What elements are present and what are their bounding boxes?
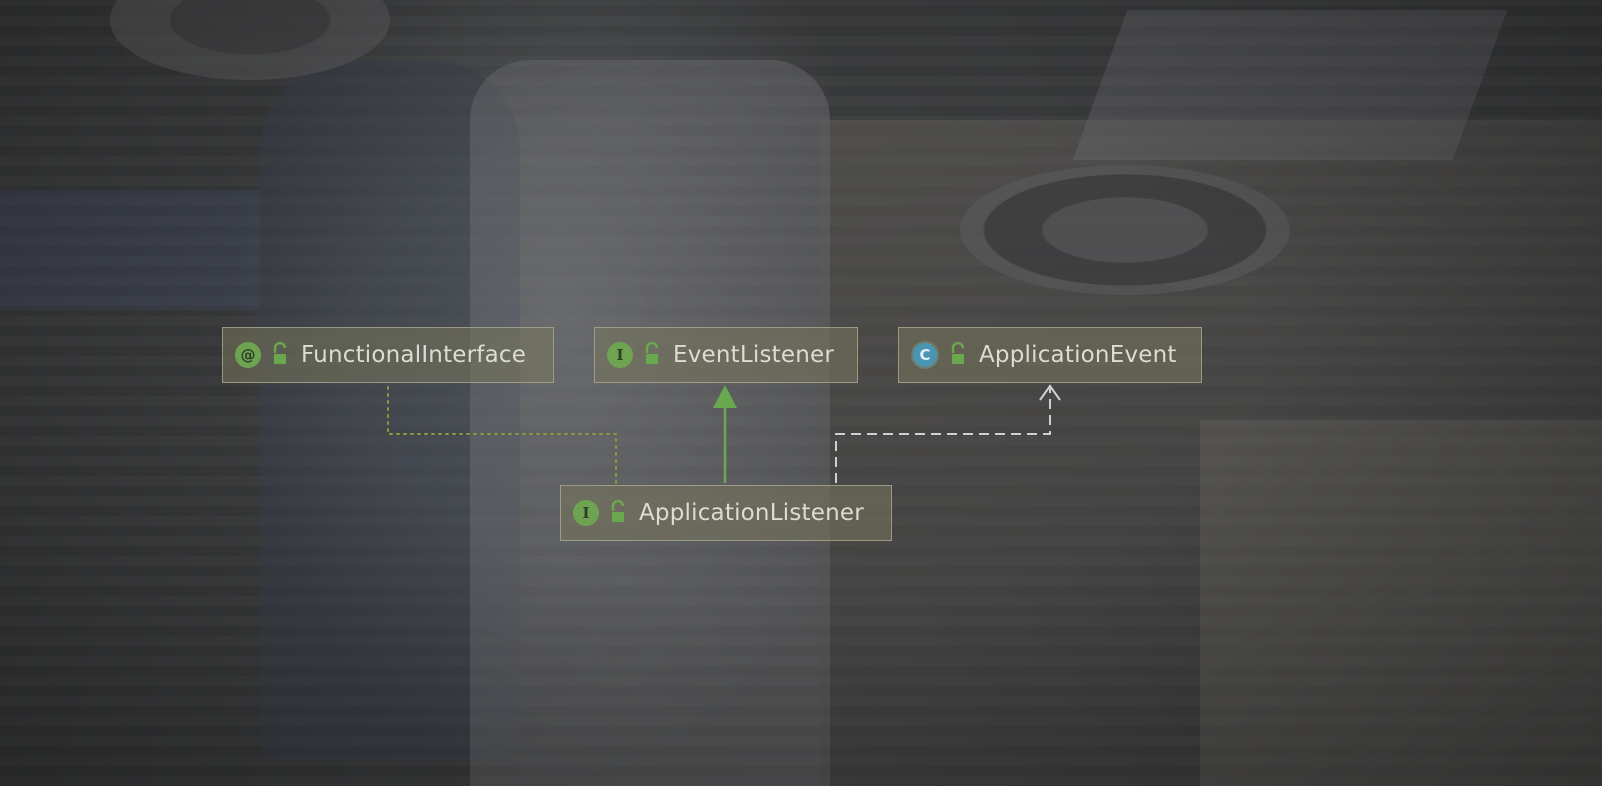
unlocked-icon bbox=[951, 342, 965, 364]
annotation-type-icon: @ bbox=[235, 342, 261, 368]
inheritance-arrowhead-icon bbox=[713, 385, 737, 408]
node-applicationlistener[interactable]: I ApplicationListener bbox=[560, 485, 892, 541]
interface-type-icon: I bbox=[607, 342, 633, 368]
node-label: FunctionalInterface bbox=[301, 342, 527, 368]
node-eventlistener[interactable]: I EventListener bbox=[594, 327, 858, 383]
interface-type-icon: I bbox=[573, 500, 599, 526]
node-label: ApplicationListener bbox=[639, 500, 864, 526]
unlocked-icon bbox=[611, 500, 625, 522]
node-applicationevent[interactable]: C ApplicationEvent bbox=[898, 327, 1202, 383]
unlocked-icon bbox=[273, 342, 287, 364]
class-type-icon: C bbox=[911, 341, 939, 369]
edge-applicationlistener-applicationevent bbox=[835, 387, 1051, 483]
node-label: EventListener bbox=[673, 342, 835, 368]
dependency-arrowhead-icon bbox=[1039, 384, 1061, 401]
unlocked-icon bbox=[645, 342, 659, 364]
node-label: ApplicationEvent bbox=[979, 342, 1177, 368]
node-functionalinterface[interactable]: @ FunctionalInterface bbox=[222, 327, 554, 383]
edge-applicationlistener-functionalinterface bbox=[387, 384, 617, 484]
